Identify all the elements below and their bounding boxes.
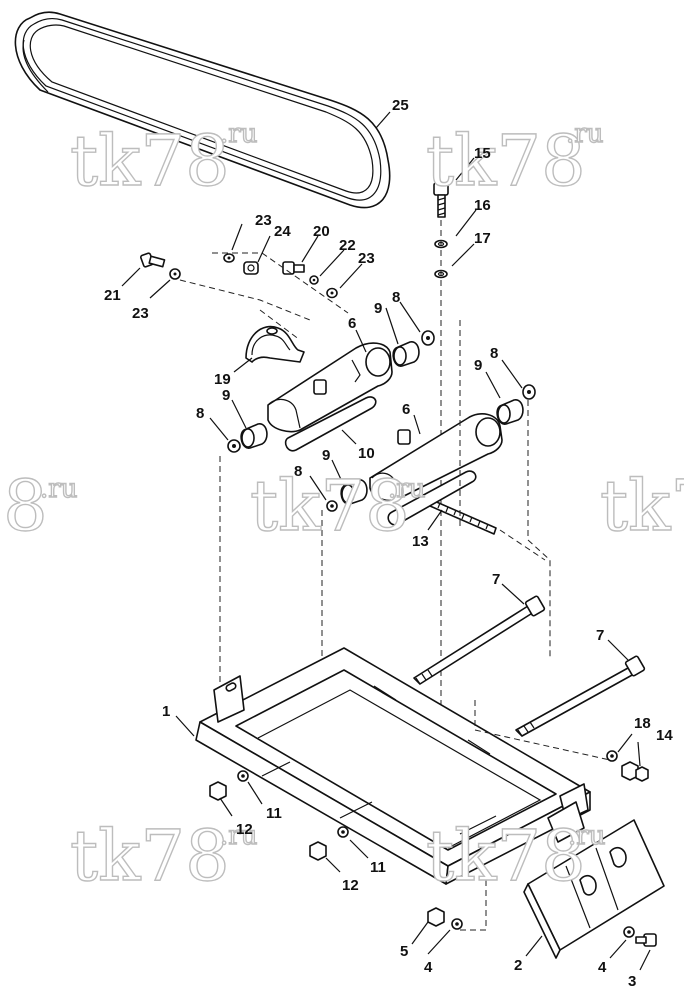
watermark-main: tk78 bbox=[426, 815, 586, 897]
watermark-main: tk78 bbox=[600, 465, 684, 547]
callout-11: 11 bbox=[370, 859, 386, 876]
callout-4: 4 bbox=[424, 959, 433, 976]
belt-25 bbox=[14, 11, 391, 209]
callout-11: 11 bbox=[266, 805, 282, 822]
callout-24: 24 bbox=[274, 223, 291, 240]
callout-17: 16 bbox=[474, 197, 491, 214]
callout-3: 3 bbox=[628, 973, 636, 990]
watermark-main: tk78 bbox=[0, 465, 48, 547]
bracket-2 bbox=[523, 819, 665, 959]
watermark-main: tk78 bbox=[426, 120, 586, 202]
guide-line-5 bbox=[460, 880, 487, 931]
callout-21: 21 bbox=[104, 287, 121, 304]
callout-9: 9 bbox=[374, 300, 382, 317]
callout-9: 9 bbox=[322, 447, 330, 464]
frame-1 bbox=[195, 647, 591, 885]
watermark-suffix: .ru bbox=[220, 119, 257, 149]
bolt-7b bbox=[515, 655, 646, 737]
watermark-suffix: .ru bbox=[40, 474, 77, 504]
watermark-main: tk78 bbox=[250, 465, 410, 547]
bushing-9a bbox=[392, 341, 420, 367]
callout-25: 25 bbox=[392, 97, 409, 114]
callout-14: 14 bbox=[656, 727, 673, 744]
watermark-main: tk78 bbox=[70, 120, 230, 202]
callout-8: 8 bbox=[294, 463, 302, 480]
watermark-tk78: tk78 .ru tk78 .ru tk78 .ru tk78 .ru tk78… bbox=[0, 118, 684, 897]
bolt-21 bbox=[140, 252, 166, 268]
callout-9: 9 bbox=[222, 387, 230, 404]
washer-4a bbox=[623, 926, 635, 938]
threaded-rod-13 bbox=[429, 499, 497, 535]
callout-6: 6 bbox=[402, 401, 410, 418]
callout-16: 15 bbox=[474, 145, 491, 162]
watermark-suffix: .ru bbox=[568, 821, 605, 851]
watermark-main: tk78 bbox=[70, 815, 230, 897]
nut-12a bbox=[209, 781, 227, 801]
bolt-20 bbox=[282, 261, 305, 275]
callout-6: 6 bbox=[348, 315, 356, 332]
washer-8b bbox=[227, 439, 241, 453]
washer-4b bbox=[451, 918, 463, 930]
callout-20: 20 bbox=[313, 223, 330, 240]
callout-4: 4 bbox=[598, 959, 607, 976]
callout-numbers: 25 15 16 17 23 24 20 22 23 21 23 19 6 9 … bbox=[104, 97, 673, 990]
guide-line-8c bbox=[527, 400, 551, 660]
washer-11a bbox=[237, 770, 249, 782]
arm-6-lower bbox=[369, 413, 503, 502]
washer-23a bbox=[223, 253, 235, 263]
bushing-9b bbox=[240, 423, 268, 449]
washer-15 bbox=[606, 750, 618, 762]
bolt-16 bbox=[433, 182, 449, 218]
bolt-3 bbox=[635, 933, 657, 947]
watermark-suffix: .ru bbox=[220, 821, 257, 851]
washer-22 bbox=[309, 275, 319, 285]
leader-lines bbox=[121, 111, 651, 971]
callout-15: 18 bbox=[634, 715, 651, 732]
callout-19: 19 bbox=[214, 371, 231, 388]
callout-7: 7 bbox=[596, 627, 604, 644]
bracket-19 bbox=[245, 325, 305, 363]
watermark-suffix: .ru bbox=[388, 474, 425, 504]
callout-22: 22 bbox=[339, 237, 356, 254]
callout-8: 8 bbox=[392, 289, 400, 306]
callout-12: 12 bbox=[342, 877, 359, 894]
callout-23: 23 bbox=[255, 212, 272, 229]
guide-line-14 bbox=[474, 700, 611, 761]
nut-24 bbox=[243, 261, 259, 275]
callout-23: 23 bbox=[358, 250, 375, 267]
washer-11b bbox=[337, 826, 349, 838]
callout-5: 5 bbox=[400, 943, 408, 960]
bolt-7a bbox=[413, 595, 546, 685]
washer-8a bbox=[421, 330, 435, 346]
guide-line-21 bbox=[179, 279, 311, 321]
rod-lower bbox=[387, 470, 477, 526]
nut-14b bbox=[635, 766, 649, 782]
nut-5 bbox=[427, 907, 445, 927]
rod-10 bbox=[284, 396, 377, 452]
callout-2: 2 bbox=[514, 957, 522, 974]
callout-10: 10 bbox=[358, 445, 375, 462]
callout-7: 7 bbox=[492, 571, 500, 588]
watermark-suffix: .ru bbox=[566, 119, 603, 149]
washer-8d bbox=[326, 500, 338, 512]
bushing-9c bbox=[496, 399, 524, 425]
guide-line-23a bbox=[212, 252, 349, 314]
callout-1: 1 bbox=[162, 703, 170, 720]
callout-23: 23 bbox=[132, 305, 149, 322]
callout-8: 8 bbox=[196, 405, 204, 422]
washer-23c bbox=[169, 268, 181, 280]
bushing-9d bbox=[340, 479, 368, 505]
callout-18: 17 bbox=[474, 230, 491, 247]
callout-12: 12 bbox=[236, 821, 253, 838]
callout-9: 9 bbox=[474, 357, 482, 374]
callout-13: 13 bbox=[412, 533, 429, 550]
washer-8c bbox=[522, 384, 536, 400]
arm-6-upper bbox=[267, 342, 393, 433]
guide-line-13 bbox=[499, 529, 546, 561]
nut-12b bbox=[309, 841, 327, 861]
guide-line-19 bbox=[259, 309, 301, 341]
callout-8: 8 bbox=[490, 345, 498, 362]
washer-23b bbox=[326, 287, 338, 299]
